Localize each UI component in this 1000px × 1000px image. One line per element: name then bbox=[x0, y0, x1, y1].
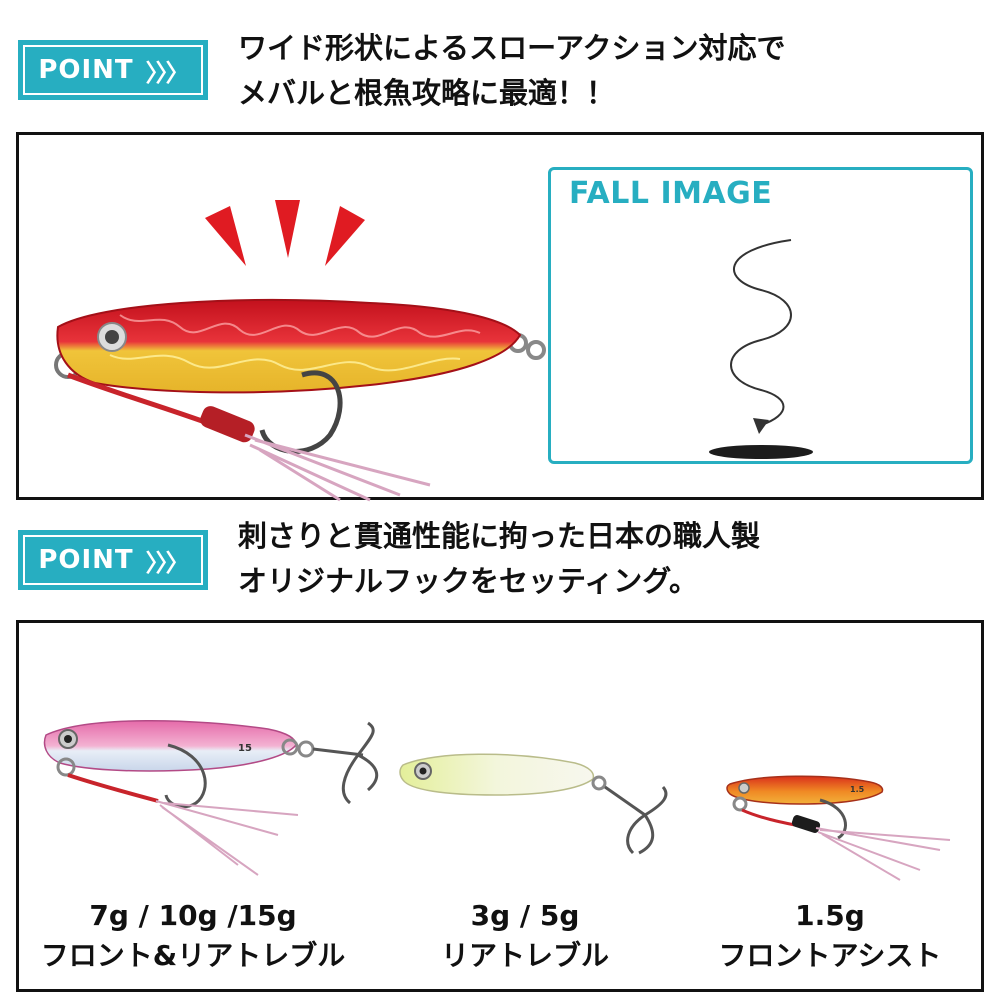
product-weight-1: 7g / 10g /15g bbox=[89, 899, 297, 932]
product-hook-type-2: リアトレブル bbox=[440, 939, 609, 972]
headline-2-line1: 刺さりと貫通性能に拘った日本の職人製 bbox=[238, 519, 761, 553]
lure-image-orange: 1.5 bbox=[726, 775, 951, 881]
headline-1-line1: ワイド形状によるスローアクション対応で bbox=[238, 31, 786, 65]
lure-body-mark-15: 15 bbox=[238, 743, 252, 754]
fall-image-box: FALL IMAGE bbox=[548, 167, 973, 464]
attention-marks-icon bbox=[205, 200, 365, 266]
point-badge-label: POINT bbox=[38, 545, 134, 575]
chevrons-icon: 〉〉〉 bbox=[145, 548, 190, 577]
lure-body-mark-1-5: 1.5 bbox=[850, 785, 865, 794]
headline-2-line2: オリジナルフックをセッティング。 bbox=[238, 564, 698, 598]
product-hook-type-3: フロントアシスト bbox=[718, 939, 942, 972]
lure-image-red-gold bbox=[54, 299, 546, 502]
products-panel bbox=[16, 620, 984, 992]
fall-path-diagram bbox=[709, 239, 813, 459]
point-badge-2: POINT 〉〉〉 bbox=[18, 530, 208, 590]
chevrons-icon: 〉〉〉 bbox=[145, 58, 190, 87]
lure-image-pink: 15 bbox=[43, 720, 379, 876]
product-weight-3: 1.5g bbox=[795, 899, 865, 932]
point-badge-1: POINT 〉〉〉 bbox=[18, 40, 208, 100]
product-caption-2: 3g / 5g リアトレブル bbox=[405, 896, 645, 976]
product-caption-1: 7g / 10g /15g フロント&リアトレブル bbox=[18, 896, 368, 976]
product-hook-type-1: フロント&リアトレブル bbox=[40, 939, 346, 972]
product-weight-2: 3g / 5g bbox=[470, 899, 580, 932]
point-badge-label: POINT bbox=[38, 55, 134, 85]
headline-2: 刺さりと貫通性能に拘った日本の職人製 オリジナルフックをセッティング。 bbox=[238, 514, 760, 604]
fall-image-title: FALL IMAGE bbox=[569, 176, 773, 211]
product-caption-3: 1.5g フロントアシスト bbox=[700, 896, 960, 976]
lure-image-glow bbox=[399, 753, 668, 855]
headline-1-line2: メバルと根魚攻略に最適！！ bbox=[238, 76, 616, 110]
headline-1: ワイド形状によるスローアクション対応で メバルと根魚攻略に最適！！ bbox=[238, 26, 786, 116]
